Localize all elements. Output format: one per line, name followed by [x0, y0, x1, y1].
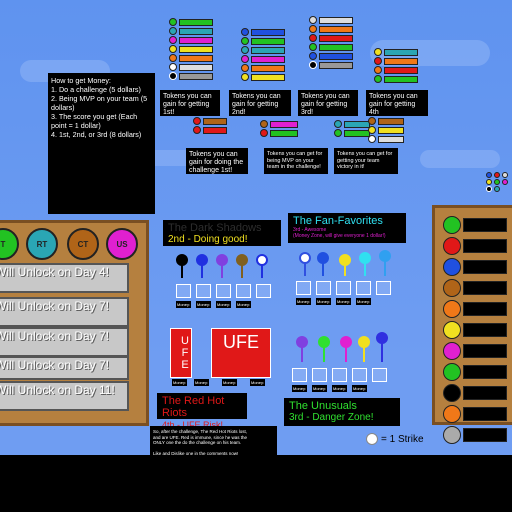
team-status: 4th - UFE Risk! — [162, 420, 224, 430]
money-label: Money: — [250, 379, 266, 386]
caption-victory: Tokens you can get for getting your team… — [334, 148, 398, 174]
note-line: So, after the challenge, The Red Hot Rio… — [153, 429, 247, 434]
money-label: Money: — [332, 385, 348, 392]
player-card — [292, 368, 307, 382]
dark-shadows-players — [176, 254, 268, 278]
note-line: and are UFE. Red is immune, since he was… — [153, 434, 248, 440]
footer-note: So, after the challenge, The Red Hot Rio… — [150, 426, 277, 460]
caption-second: Tokens you can gain for getting 2nd! — [229, 90, 291, 116]
team-status: 3rd - Danger Zone! — [289, 412, 374, 423]
token-list-mvp — [260, 120, 298, 138]
caption-fourth: Tokens you can gain for getting 4th — [366, 90, 428, 116]
money-label: Money: — [216, 301, 232, 308]
team-name: The Dark Shadows — [168, 222, 262, 234]
fan-favorites-players — [299, 250, 391, 276]
player-card — [296, 281, 311, 295]
caption-third: Tokens you can gain for getting 3rd! — [298, 90, 358, 116]
team-name: The Red Hot Riots — [162, 395, 225, 419]
token-list-second — [241, 28, 285, 82]
note-line: ONLY one the do the challenge on his tea… — [153, 440, 242, 445]
token-list-victory — [334, 120, 370, 138]
caption-first: Tokens you can gain for getting 1st! — [160, 90, 220, 116]
note-line: Like and Dislike one in the comments now… — [153, 450, 239, 456]
money-label: Money: — [316, 298, 332, 305]
player-card — [376, 281, 391, 295]
how-to-line: 2. Being MVP on your team (5 dollars) — [51, 94, 148, 112]
player-card — [352, 368, 367, 382]
player-card — [312, 368, 327, 382]
money-label: Money: — [236, 301, 252, 308]
team-title-fan-favorites: The Fan-Favorites 3rd - Awesome (Money Z… — [288, 213, 406, 243]
token-list-challenge — [193, 117, 227, 135]
player-card — [256, 284, 271, 298]
player-card — [336, 281, 351, 295]
strike-legend: = 1 Strike — [381, 434, 424, 445]
how-to-line: 1. Do a challenge (5 dollars) — [51, 85, 141, 94]
money-label: Money: — [292, 385, 308, 392]
how-to-line: 3. The score you get (Each point = 1 dol… — [51, 112, 138, 130]
ufe-sign-small: UFE — [170, 328, 192, 378]
player-card — [176, 284, 191, 298]
money-label: Money: — [176, 301, 192, 308]
unusuals-players — [296, 332, 388, 362]
locked-slot: Will Unlock on Day 11! — [0, 381, 129, 411]
money-label: Money: — [336, 298, 352, 305]
ground — [0, 455, 512, 512]
money-label: Money: — [194, 379, 210, 386]
player-card — [216, 284, 231, 298]
money-label: Money: — [172, 379, 188, 386]
team-note: (Money Zone, will give everyone 1 dollar… — [293, 233, 386, 239]
player-roster — [443, 216, 507, 447]
team-panel: T RT CT US Will Unlock on Day 4! Will Un… — [0, 220, 149, 426]
player-card — [196, 284, 211, 298]
locked-slot: Will Unlock on Day 7! — [0, 327, 129, 357]
player-card — [236, 284, 251, 298]
token-list-victory-2 — [368, 117, 404, 144]
cloud — [420, 150, 500, 168]
team-token-ct[interactable]: CT — [67, 228, 99, 260]
token-dots — [486, 172, 508, 193]
team-title-dark-shadows: The Dark Shadows 2nd - Doing good! — [163, 220, 281, 246]
token-list-third — [309, 16, 353, 70]
team-token-us[interactable]: US — [106, 228, 138, 260]
token-list-fourth — [374, 48, 418, 84]
team-title-unusuals: The Unusuals 3rd - Danger Zone! — [284, 398, 400, 426]
player-panel — [432, 205, 512, 444]
baseball-icon — [366, 433, 378, 445]
money-label: Money: — [356, 298, 372, 305]
how-to-line: 4. 1st, 2nd, or 3rd (8 dollars) — [51, 130, 142, 139]
ufe-sign: UFE — [211, 328, 271, 378]
money-label: Money: — [222, 379, 238, 386]
how-to-line: How to get Money: — [51, 76, 111, 85]
team-name: The Fan-Favorites — [293, 215, 383, 227]
caption-mvp: Tokens you can get for being MVP on your… — [264, 148, 328, 174]
money-label: Money: — [352, 385, 368, 392]
how-to-money-box: How to get Money: 1. Do a challenge (5 d… — [48, 73, 155, 214]
money-label: Money: — [196, 301, 212, 308]
team-token-t[interactable]: T — [0, 228, 19, 260]
locked-slot: Will Unlock on Day 4! — [0, 263, 129, 293]
team-status: 2nd - Doing good! — [168, 234, 248, 245]
team-title-red-hot-riots: The Red Hot Riots 4th - UFE Risk! — [157, 393, 247, 430]
money-label: Money: — [312, 385, 328, 392]
player-card — [316, 281, 331, 295]
player-card — [332, 368, 347, 382]
team-name: The Unusuals — [289, 400, 357, 412]
caption-challenge: Tokens you can gain for doing the challe… — [186, 148, 248, 174]
money-label: Money: — [296, 298, 312, 305]
player-card — [356, 281, 371, 295]
team-token-rt[interactable]: RT — [26, 228, 58, 260]
locked-slot: Will Unlock on Day 7! — [0, 297, 129, 327]
token-list-first — [169, 18, 213, 81]
locked-slot: Will Unlock on Day 7! — [0, 356, 129, 380]
team-status: 3rd - Awesome — [293, 227, 327, 233]
player-card — [372, 368, 387, 382]
